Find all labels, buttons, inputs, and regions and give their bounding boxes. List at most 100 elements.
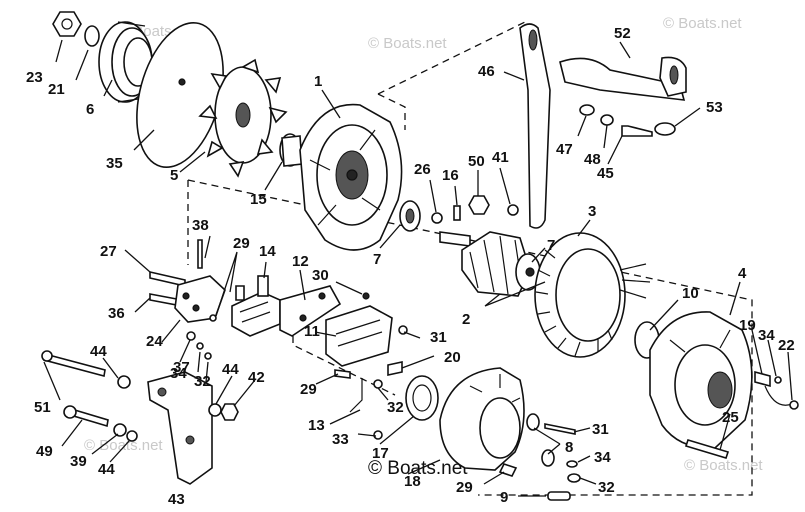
bolt-45 <box>621 125 653 137</box>
front-housing-1 <box>299 103 403 251</box>
rear-cover-18 <box>439 367 525 471</box>
callout-labels: 23 21 6 35 5 15 1 7 26 16 50 41 46 52 47… <box>26 25 795 508</box>
callout-11: 11 <box>304 323 320 340</box>
lockwasher-21 <box>84 25 100 47</box>
washer-47 <box>579 104 595 116</box>
callout-52: 52 <box>614 25 631 42</box>
callout-29: 29 <box>233 235 250 252</box>
key-16 <box>453 205 461 221</box>
callout-7: 7 <box>373 251 381 268</box>
callout-44: 44 <box>98 461 115 478</box>
washer-26 <box>431 212 443 224</box>
callout-7: 7 <box>547 237 555 254</box>
callout-24: 24 <box>146 333 163 350</box>
callout-2: 2 <box>462 311 470 328</box>
callout-4: 4 <box>738 265 747 282</box>
callout-41: 41 <box>492 149 509 166</box>
brush-holder-14 <box>231 275 281 337</box>
screw-31 <box>544 423 576 435</box>
lead-13 <box>349 378 363 413</box>
rear-housing-4 <box>649 311 753 449</box>
washer-44 <box>117 375 131 389</box>
callout-46: 46 <box>478 63 495 80</box>
callout-13: 13 <box>308 417 325 434</box>
callout-45: 45 <box>597 165 614 182</box>
bracket-52 <box>559 57 686 101</box>
callout-21: 21 <box>48 81 65 98</box>
washer-32 <box>204 352 212 360</box>
callout-32: 32 <box>194 373 211 390</box>
callout-29: 29 <box>300 381 317 398</box>
callout-37: 37 <box>173 359 190 376</box>
callout-15: 15 <box>250 191 267 208</box>
callout-53: 53 <box>706 99 723 116</box>
plate-12 <box>279 285 342 337</box>
callout-14: 14 <box>259 243 276 260</box>
clip-20 <box>387 361 403 376</box>
callout-48: 48 <box>584 151 601 168</box>
callout-39: 39 <box>70 453 87 470</box>
watermark: © Boats.net <box>84 437 163 454</box>
nut-50 <box>468 195 490 215</box>
bracket-46 <box>519 23 551 229</box>
watermark: © Boats.net <box>663 15 742 32</box>
washer-34 <box>196 342 204 350</box>
callout-36: 36 <box>108 305 125 322</box>
callout-29: 29 <box>456 479 473 496</box>
callout-19: 19 <box>739 317 756 334</box>
callout-44: 44 <box>90 343 107 360</box>
callout-34: 34 <box>594 449 611 466</box>
assembly-line <box>377 21 526 95</box>
screw-29 <box>498 463 518 477</box>
nut-23 <box>52 11 82 37</box>
callout-42: 42 <box>248 369 265 386</box>
callout-6: 6 <box>86 101 94 118</box>
watermark: © Boats.net <box>684 457 763 474</box>
bracket-43 <box>147 371 213 485</box>
washer-37 <box>186 331 196 341</box>
fan-5 <box>198 58 288 178</box>
callout-16: 16 <box>442 167 459 184</box>
callout-34: 34 <box>170 365 187 382</box>
callout-32: 32 <box>387 399 404 416</box>
callout-8: 8 <box>565 439 573 456</box>
rectifier-11 <box>325 292 393 367</box>
callout-35: 35 <box>106 155 123 172</box>
diode-holder-24 <box>174 275 226 323</box>
callout-31: 31 <box>592 421 609 438</box>
washer-33 <box>373 430 383 440</box>
washer-34 <box>774 376 782 384</box>
watermark-main: © Boats.net <box>368 458 468 479</box>
callout-44: 44 <box>222 361 239 378</box>
callout-38: 38 <box>192 217 209 234</box>
washer-32 <box>373 379 383 389</box>
callout-18: 18 <box>404 473 421 490</box>
screw-29 <box>235 285 245 301</box>
callout-43: 43 <box>168 491 185 508</box>
callout-47: 47 <box>556 141 573 158</box>
stator-3 <box>534 232 651 358</box>
gasket-17 <box>405 375 439 421</box>
callout-27: 27 <box>100 243 117 260</box>
callout-1: 1 <box>314 73 322 90</box>
bearing-7 <box>399 200 421 232</box>
terminal-19 <box>754 370 771 388</box>
callout-51: 51 <box>34 399 51 416</box>
callout-26: 26 <box>414 161 431 178</box>
callout-23: 23 <box>26 69 43 86</box>
callout-33: 33 <box>332 431 349 448</box>
rotor-2 <box>439 231 541 297</box>
leader-lines <box>43 39 793 497</box>
callout-50: 50 <box>468 153 485 170</box>
callout-49: 49 <box>36 443 53 460</box>
washer-39 <box>113 423 127 437</box>
callout-17: 17 <box>372 445 389 462</box>
callout-34: 34 <box>758 327 775 344</box>
stud-25 <box>684 439 730 459</box>
watermark: © Boats.net <box>368 35 447 52</box>
callout-31: 31 <box>430 329 447 346</box>
washer-41 <box>507 204 519 216</box>
spacer-15 <box>279 133 303 167</box>
